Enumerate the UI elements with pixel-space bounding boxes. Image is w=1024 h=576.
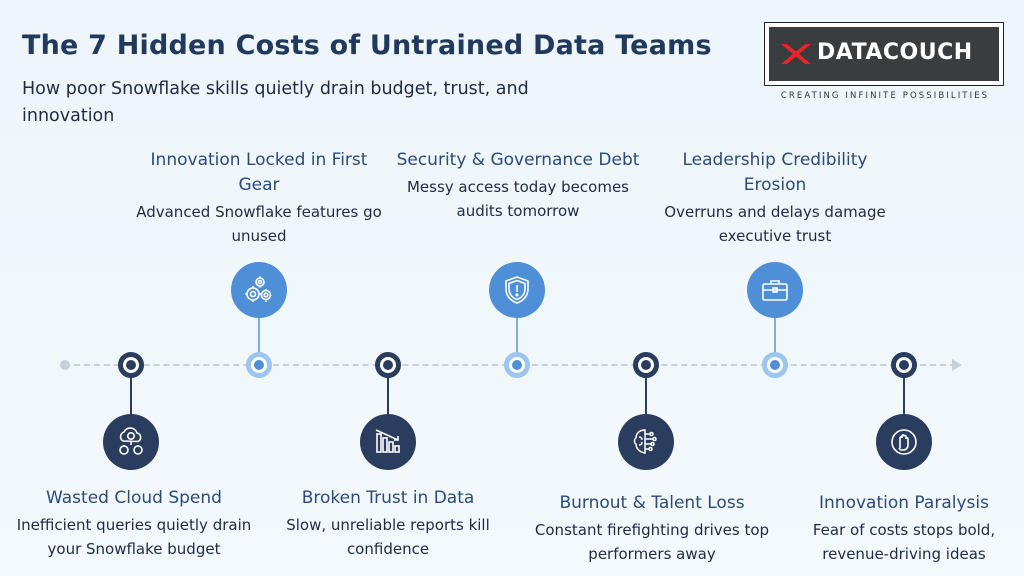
datacouch-logo: DATACOUCH	[764, 22, 1004, 86]
timeline-node	[504, 352, 530, 378]
cost-description: Overruns and delays damage executive tru…	[664, 203, 886, 245]
connector-stem	[258, 316, 260, 354]
connector-stem	[903, 376, 905, 416]
timeline-node	[118, 352, 144, 378]
logo-tagline: CREATING INFINITE POSSIBILITIES	[780, 91, 990, 101]
cost-title: Security & Governance Debt	[396, 150, 640, 170]
cost-description: Constant firefighting drives top perform…	[534, 521, 770, 563]
cloud-money-icon	[103, 414, 159, 470]
connector-stem	[645, 376, 647, 416]
cost-item-2: Innovation Locked in First Gear Advanced…	[134, 148, 384, 248]
page-subtitle: How poor Snowflake skills quietly drain …	[22, 79, 529, 126]
cost-title: Innovation Locked in First Gear	[150, 150, 368, 195]
logo-mark-icon	[781, 44, 811, 64]
cost-item-1: Wasted Cloud Spend Inefficient queries q…	[9, 486, 259, 561]
timeline-node	[375, 352, 401, 378]
gears-icon	[231, 262, 287, 318]
cost-description: Advanced Snowflake features go unused	[136, 203, 382, 245]
shield-alert-icon	[489, 262, 545, 318]
timeline-node	[633, 352, 659, 378]
logo-background: DATACOUCH	[769, 27, 999, 81]
cost-title: Leadership Credibility Erosion	[682, 150, 868, 195]
hand-stop-icon	[876, 414, 932, 470]
cost-description: Inefficient queries quietly drain your S…	[16, 516, 252, 558]
timeline-node	[762, 352, 788, 378]
cost-item-3: Broken Trust in Data Slow, unreliable re…	[263, 486, 513, 561]
cost-item-5: Burnout & Talent Loss Constant firefight…	[527, 491, 777, 566]
cost-item-4: Security & Governance Debt Messy access …	[393, 148, 643, 223]
connector-stem	[387, 376, 389, 416]
cost-title: Burnout & Talent Loss	[559, 493, 745, 513]
briefcase-icon	[747, 262, 803, 318]
cost-item-7: Innovation Paralysis Fear of costs stops…	[779, 491, 1024, 566]
cost-title: Innovation Paralysis	[819, 493, 989, 513]
cost-title: Wasted Cloud Spend	[46, 488, 222, 508]
logo-brand-text: DATACOUCH	[817, 40, 973, 65]
cost-description: Fear of costs stops bold, revenue-drivin…	[812, 521, 996, 563]
connector-stem	[130, 376, 132, 416]
declining-chart-icon	[360, 414, 416, 470]
cost-description: Slow, unreliable reports kill confidence	[286, 516, 490, 558]
cost-title: Broken Trust in Data	[301, 488, 475, 508]
brain-circuit-icon	[618, 414, 674, 470]
connector-stem	[774, 316, 776, 354]
timeline-node	[246, 352, 272, 378]
cost-item-6: Leadership Credibility Erosion Overruns …	[650, 148, 900, 248]
cost-description: Messy access today becomes audits tomorr…	[406, 178, 629, 220]
connector-stem	[516, 316, 518, 354]
timeline-node	[891, 352, 917, 378]
timeline-arrow-icon	[952, 359, 962, 371]
page-title: The 7 Hidden Costs of Untrained Data Tea…	[22, 30, 712, 61]
